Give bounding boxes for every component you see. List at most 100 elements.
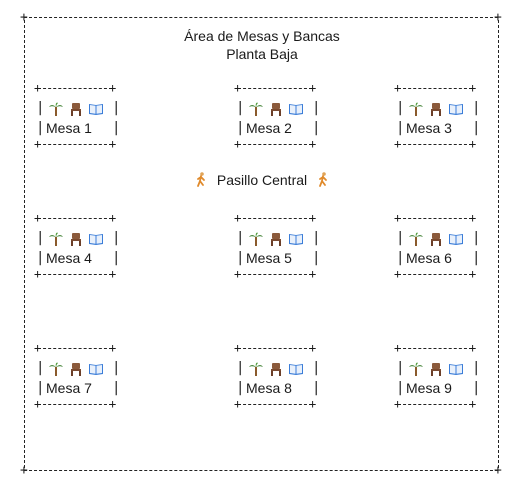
table-corner: + [109, 397, 117, 411]
chair-icon [68, 362, 84, 377]
book-icon [448, 102, 464, 116]
frame-corner: + [494, 463, 502, 478]
table-corner: + [34, 211, 42, 225]
palm-tree-icon [408, 362, 424, 377]
table-corner: + [34, 137, 42, 151]
palm-tree-icon [408, 232, 424, 247]
table-corner: + [394, 397, 402, 411]
table-corner: + [309, 211, 317, 225]
table-top-border [398, 348, 472, 349]
table-label: Mesa 9 [406, 380, 452, 396]
table-bottom-border [238, 144, 312, 145]
palm-tree-icon [48, 362, 64, 377]
table-corner: + [34, 341, 42, 355]
table-box-5: + + + + | [234, 211, 321, 281]
table-corner: + [309, 267, 317, 281]
book-icon [448, 232, 464, 246]
table-corner: + [109, 211, 117, 225]
table-top-border [238, 348, 312, 349]
table-corner: + [469, 137, 477, 151]
table-corner: + [394, 341, 402, 355]
frame-bottom [24, 470, 498, 471]
table-box-8: + + + + | [234, 341, 321, 411]
table-label: Mesa 3 [406, 120, 452, 136]
table-corner: + [469, 267, 477, 281]
chair-icon [68, 102, 84, 117]
chair-icon [268, 362, 284, 377]
corridor-label: Pasillo Central [216, 172, 308, 188]
table-corner: + [34, 397, 42, 411]
table-corner: + [309, 137, 317, 151]
table-corner: + [469, 341, 477, 355]
frame-right [498, 20, 499, 468]
table-corner: + [109, 81, 117, 95]
book-icon [88, 362, 104, 376]
table-label: Mesa 8 [246, 380, 292, 396]
book-icon [288, 232, 304, 246]
table-bottom-border [238, 274, 312, 275]
book-icon [88, 232, 104, 246]
table-corner: + [394, 137, 402, 151]
table-bottom-border [398, 404, 472, 405]
table-corner: + [394, 267, 402, 281]
table-corner: + [469, 211, 477, 225]
table-label: Mesa 5 [246, 250, 292, 266]
table-label: Mesa 1 [46, 120, 92, 136]
table-box-7: + + + + | [34, 341, 121, 411]
table-label: Mesa 4 [46, 250, 92, 266]
table-bottom-border [238, 404, 312, 405]
table-label: Mesa 7 [46, 380, 92, 396]
diagram-subtitle: Planta Baja [226, 46, 298, 62]
walking-person-icon [317, 172, 329, 188]
table-bottom-border [38, 144, 112, 145]
chair-icon [68, 232, 84, 247]
table-corner: + [469, 81, 477, 95]
book-icon [448, 362, 464, 376]
table-bottom-border [398, 274, 472, 275]
chair-icon [428, 102, 444, 117]
table-corner: + [234, 137, 242, 151]
table-corner: + [234, 397, 242, 411]
table-corner: + [34, 267, 42, 281]
central-corridor: Pasillo Central [0, 172, 524, 188]
table-label: Mesa 6 [406, 250, 452, 266]
table-box-3: + + + + | [394, 81, 481, 151]
table-corner: + [34, 81, 42, 95]
book-icon [288, 362, 304, 376]
table-box-4: + + + + | [34, 211, 121, 281]
table-box-2: + + + + | [234, 81, 321, 151]
table-bottom-border [38, 274, 112, 275]
table-box-9: + + + + | [394, 341, 481, 411]
chair-icon [268, 102, 284, 117]
chair-icon [428, 232, 444, 247]
frame-top [24, 17, 498, 18]
table-label: Mesa 2 [246, 120, 292, 136]
book-icon [88, 102, 104, 116]
table-corner: + [394, 81, 402, 95]
table-corner: + [309, 397, 317, 411]
table-corner: + [234, 341, 242, 355]
table-box-1: + + + + | [34, 81, 121, 151]
table-corner: + [394, 211, 402, 225]
table-bottom-border [38, 404, 112, 405]
table-top-border [38, 88, 112, 89]
palm-tree-icon [48, 102, 64, 117]
table-corner: + [234, 211, 242, 225]
table-top-border [238, 88, 312, 89]
palm-tree-icon [408, 102, 424, 117]
table-corner: + [234, 81, 242, 95]
table-top-border [238, 218, 312, 219]
table-top-border [38, 218, 112, 219]
table-corner: + [109, 341, 117, 355]
table-corner: + [109, 267, 117, 281]
palm-tree-icon [248, 362, 264, 377]
book-icon [288, 102, 304, 116]
frame-left [24, 20, 25, 468]
table-top-border [38, 348, 112, 349]
table-corner: + [469, 397, 477, 411]
chair-icon [428, 362, 444, 377]
palm-tree-icon [248, 232, 264, 247]
walking-person-icon [195, 172, 207, 188]
table-top-border [398, 88, 472, 89]
palm-tree-icon [48, 232, 64, 247]
